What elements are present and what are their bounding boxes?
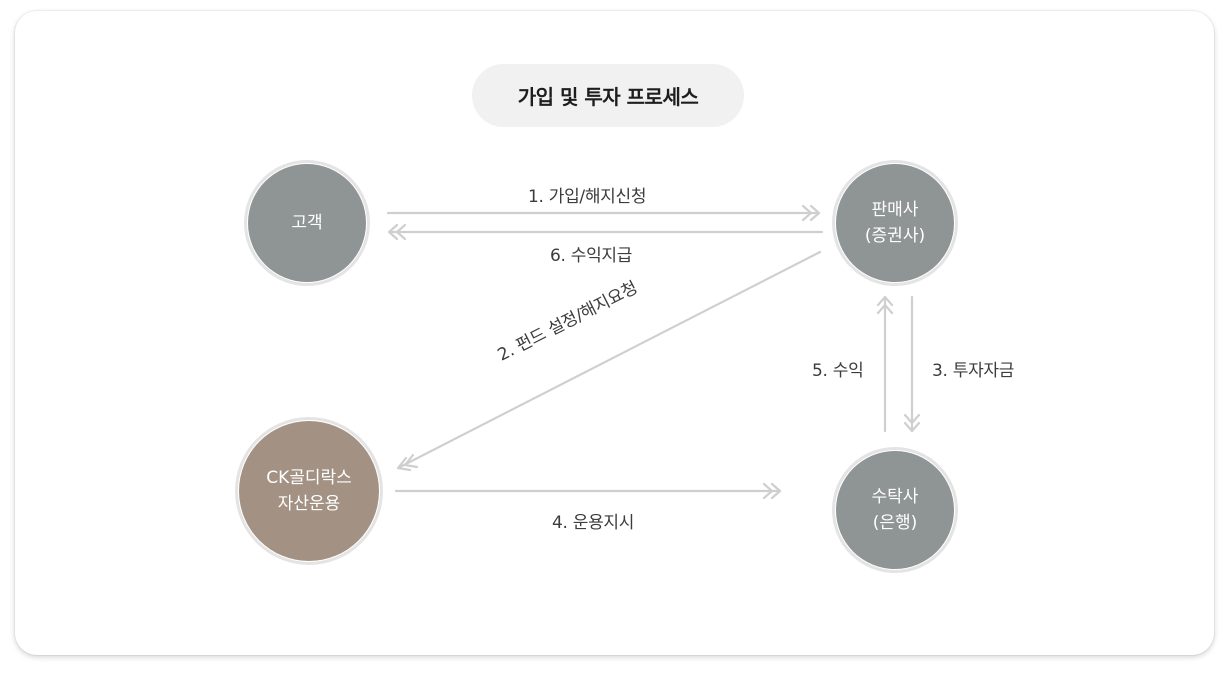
arrow-step6 xyxy=(387,223,824,241)
label-step6: 6. 수익지급 xyxy=(550,246,633,266)
label-step4: 4. 운용지시 xyxy=(552,513,635,533)
node-seller-sublabel: (증권사) xyxy=(864,226,926,246)
node-trustee-label: 수탁사 xyxy=(871,487,919,507)
arrow-step2 xyxy=(396,250,822,472)
arrow-step1 xyxy=(386,204,821,222)
node-seller-label: 판매사 xyxy=(871,200,919,220)
seller-ring xyxy=(832,160,958,286)
node-customer-label: 고객 xyxy=(291,213,323,233)
node-customer: 고객 xyxy=(248,164,366,282)
node-asset-manager: CK골디락스 자산운용 xyxy=(239,421,379,561)
label-step1: 1. 가입/해지신청 xyxy=(528,187,647,207)
trustee-ring xyxy=(832,447,958,573)
customer-ring xyxy=(244,160,370,286)
arrow-step3 xyxy=(903,295,921,433)
arrow-step4 xyxy=(394,482,782,500)
node-trustee-sublabel: (은행) xyxy=(872,513,918,533)
diagram-title: 가입 및 투자 프로세스 xyxy=(472,64,744,127)
node-seller: 판매사 (증권사) xyxy=(836,164,954,282)
label-step3: 3. 투자자금 xyxy=(932,361,1015,381)
asset-manager-ring xyxy=(235,417,383,565)
node-trustee: 수탁사 (은행) xyxy=(836,451,954,569)
arrow-step5 xyxy=(876,295,894,433)
node-asset-manager-sublabel: 자산운용 xyxy=(277,494,341,514)
node-asset-manager-label: CK골디락스 xyxy=(266,468,352,488)
label-step5: 5. 수익 xyxy=(812,361,864,381)
